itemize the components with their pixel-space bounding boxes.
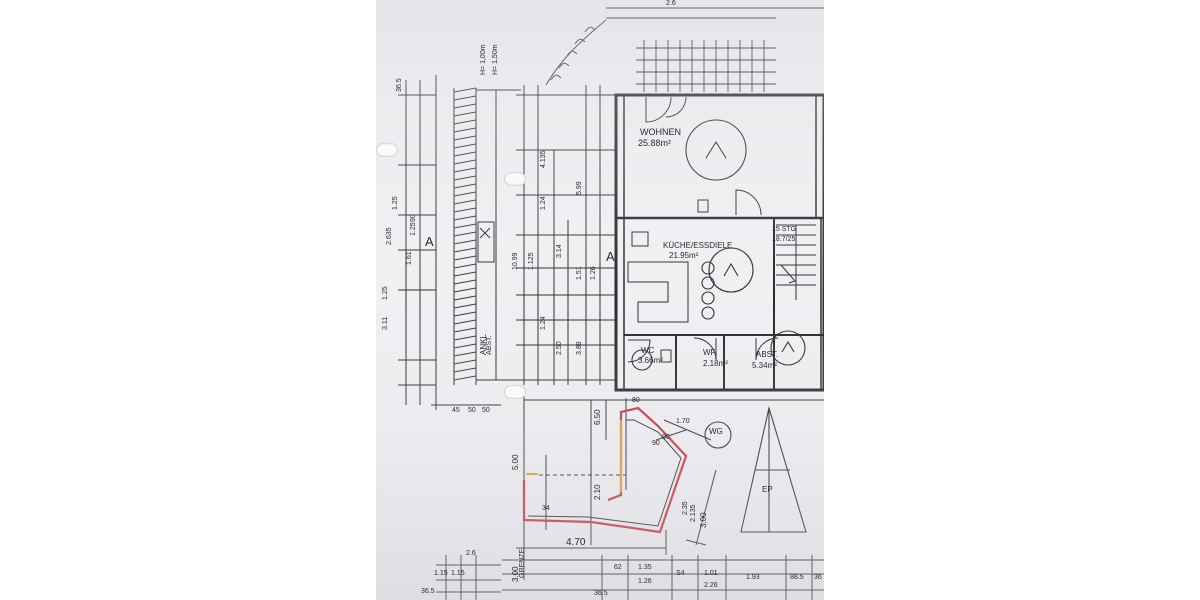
dim-label: 1.51 <box>576 266 583 280</box>
dim-label: 36 <box>814 574 822 581</box>
dim-label: 5.99 <box>576 181 583 195</box>
dim-label: 2.26 <box>704 582 718 589</box>
dim-label: 2.50 <box>556 341 563 355</box>
room-area-wf: 2.18m² <box>703 359 728 368</box>
dim-label: S4 <box>676 570 685 577</box>
dim-label: 3.11 <box>382 316 389 330</box>
section-mark-a-right: A <box>606 249 615 264</box>
dim-label: 4.70 <box>566 537 586 548</box>
dim-label: 80 <box>632 397 640 404</box>
dim-label: 1.26 <box>590 266 597 280</box>
dim-label: 1.15 <box>451 570 465 577</box>
room-name-kueche: KÜCHE/ESSDIELE <box>663 241 733 250</box>
dim-label: 1.61 <box>406 251 413 265</box>
dim-label: 1.93 <box>746 574 760 581</box>
dim-label: 36.5 <box>396 78 403 92</box>
dim-label: 1.25 <box>392 196 399 210</box>
dim-label: 2.10 <box>593 484 602 500</box>
dim-label: 36.5 <box>421 588 435 595</box>
height-label-1: H= 1,00m <box>480 44 487 75</box>
dim-label: 62 <box>614 564 622 571</box>
binder-hole <box>504 172 526 186</box>
floor-plan-drawing <box>376 0 824 600</box>
room-area-wc: 3.66m² <box>638 356 663 365</box>
dim-label: 1.24 <box>540 316 547 330</box>
section-mark-a-left: A <box>425 234 434 249</box>
dim-label: 1.15 <box>434 570 448 577</box>
room-name-wf: WF <box>703 348 716 357</box>
height-label-2: H= 1,50m <box>492 44 499 75</box>
dim-label: 3.00 <box>699 512 708 528</box>
dim-label: 90 <box>410 214 417 222</box>
dim-label: 1.25 <box>382 286 389 300</box>
dim-label: 2.6 <box>466 550 476 557</box>
dim-label: 36.5 <box>594 590 608 597</box>
dim-label: 1.25 <box>410 222 417 236</box>
binder-hole <box>376 143 398 157</box>
dim-label: 45 <box>452 407 460 414</box>
annex-sublabel: ABST. <box>486 335 493 355</box>
room-name-wohnen: WOHNEN <box>640 127 681 137</box>
room-name-wc: WC <box>641 346 655 355</box>
dim-label: 5.00 <box>511 454 520 470</box>
dim-label: 50 <box>468 407 476 414</box>
dim-label: 50 <box>482 407 490 414</box>
room-area-kueche: 21.95m² <box>669 251 699 260</box>
stairs-ratio: 18.7/25 <box>772 236 796 243</box>
dim-label: 2.35 <box>682 501 689 515</box>
room-area-abst: 5.34m² <box>752 361 777 370</box>
dim-label: 3.89 <box>576 341 583 355</box>
dim-label: 6.50 <box>593 409 602 425</box>
room-name-abst: ABST. <box>756 350 779 359</box>
binder-hole <box>504 385 526 399</box>
boundary-label: GRENZE <box>519 548 526 578</box>
dim-label: 2.6 <box>666 0 676 7</box>
dim-label: 1.01 <box>704 570 718 577</box>
dim-label: 2.635 <box>386 227 393 245</box>
stairs-label: 15 STG <box>772 226 797 233</box>
dim-label: 2.135 <box>690 504 697 522</box>
dim-label: 1.24 <box>540 196 547 210</box>
symbol-wg: WG <box>709 427 723 436</box>
dim-label: 1.70 <box>676 418 690 425</box>
dim-label: 90 <box>652 440 660 447</box>
dim-label: 1.125 <box>528 252 535 270</box>
room-area-wohnen: 25.88m² <box>638 138 672 148</box>
dim-label: 1.35 <box>638 564 652 571</box>
floor-plan-photo: WOHNEN 25.88m² KÜCHE/ESSDIELE 21.95m² WC… <box>376 0 824 600</box>
dim-label: 34 <box>542 505 550 512</box>
dim-label: 3.14 <box>556 244 563 258</box>
dim-label: 90 <box>662 434 670 441</box>
symbol-ep: EP <box>762 485 773 494</box>
dim-label: 88.5 <box>790 574 804 581</box>
dim-label: 1.26 <box>638 578 652 585</box>
dim-label: 10.99 <box>512 252 519 270</box>
dim-label: 4.135 <box>540 150 547 168</box>
